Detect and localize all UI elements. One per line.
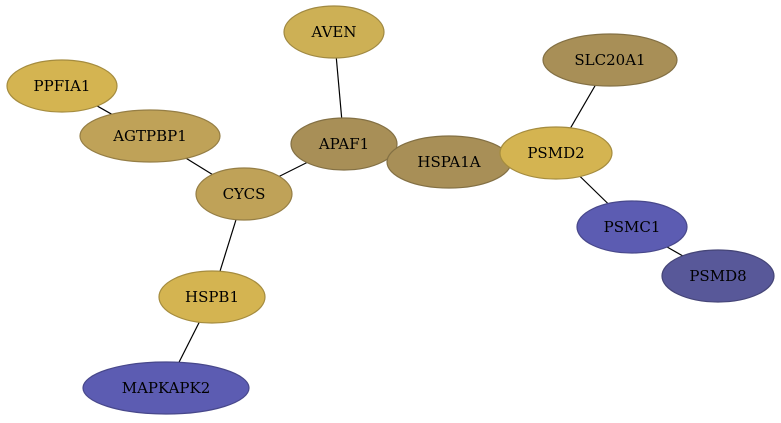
node-label-hspa1a: HSPA1A xyxy=(417,153,480,171)
node-hspa1a[interactable]: HSPA1A xyxy=(386,135,512,189)
node-label-slc20a1: SLC20A1 xyxy=(574,51,645,69)
node-ellipse-psmd8[interactable] xyxy=(661,249,775,303)
node-ellipse-aven[interactable] xyxy=(283,5,385,59)
node-ellipse-hspb1[interactable] xyxy=(158,270,266,324)
node-label-apaf1: APAF1 xyxy=(318,135,369,153)
node-hspb1[interactable]: HSPB1 xyxy=(158,270,266,324)
node-ellipse-psmc1[interactable] xyxy=(576,200,688,254)
node-psmd2[interactable]: PSMD2 xyxy=(499,126,613,180)
node-mapkapk2[interactable]: MAPKAPK2 xyxy=(82,361,250,415)
node-label-hspb1: HSPB1 xyxy=(185,288,239,306)
node-psmc1[interactable]: PSMC1 xyxy=(576,200,688,254)
node-slc20a1[interactable]: SLC20A1 xyxy=(542,33,678,87)
node-label-cycs: CYCS xyxy=(223,185,266,203)
node-ellipse-cycs[interactable] xyxy=(195,167,293,221)
node-ellipse-psmd2[interactable] xyxy=(499,126,613,180)
node-ellipse-agtpbp1[interactable] xyxy=(79,109,221,163)
node-label-mapkapk2: MAPKAPK2 xyxy=(122,379,211,397)
node-ppfia1[interactable]: PPFIA1 xyxy=(6,59,118,113)
node-cycs[interactable]: CYCS xyxy=(195,167,293,221)
node-psmd8[interactable]: PSMD8 xyxy=(661,249,775,303)
node-agtpbp1[interactable]: AGTPBP1 xyxy=(79,109,221,163)
node-label-ppfia1: PPFIA1 xyxy=(34,77,91,95)
node-ellipse-slc20a1[interactable] xyxy=(542,33,678,87)
node-ellipse-apaf1[interactable] xyxy=(290,117,398,171)
node-aven[interactable]: AVEN xyxy=(283,5,385,59)
node-apaf1[interactable]: APAF1 xyxy=(290,117,398,171)
node-ellipse-ppfia1[interactable] xyxy=(6,59,118,113)
node-label-aven: AVEN xyxy=(311,23,357,41)
node-ellipse-mapkapk2[interactable] xyxy=(82,361,250,415)
node-label-agtpbp1: AGTPBP1 xyxy=(112,127,187,145)
node-label-psmd8: PSMD8 xyxy=(689,267,746,285)
node-label-psmd2: PSMD2 xyxy=(527,144,584,162)
node-label-psmc1: PSMC1 xyxy=(604,218,661,236)
